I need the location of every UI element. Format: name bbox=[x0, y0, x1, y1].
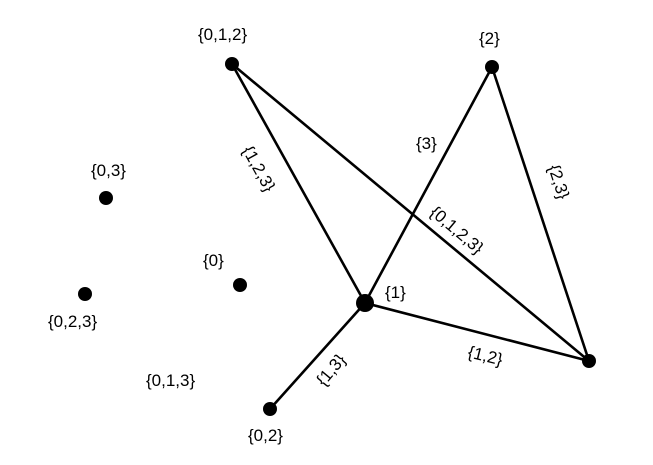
node-label-023: {0,2,3} bbox=[48, 312, 97, 331]
node-label-03: {0,3} bbox=[91, 161, 126, 180]
vertex-023 bbox=[78, 287, 92, 301]
vertex-0 bbox=[233, 278, 247, 292]
vertex-012 bbox=[225, 57, 239, 71]
node-label-2: {2} bbox=[479, 29, 500, 48]
free-label-013: {0,1,3} bbox=[146, 371, 195, 390]
edge-2-to-right bbox=[490, 65, 591, 363]
edge-label-3: {3} bbox=[416, 134, 437, 153]
edge-012-to-right bbox=[230, 62, 591, 363]
edge-2-to-1 bbox=[363, 65, 494, 305]
edge-012-to-1 bbox=[230, 62, 367, 305]
vertex-2 bbox=[485, 60, 499, 74]
vertex-1 bbox=[356, 294, 374, 312]
edge-label-23: {2,3} bbox=[544, 162, 573, 201]
node-label-02: {0,2} bbox=[248, 426, 283, 445]
vertex-right bbox=[582, 354, 596, 368]
node-label-0: {0} bbox=[203, 251, 224, 270]
node-label-012: {0,1,2} bbox=[198, 25, 247, 44]
vertex-02 bbox=[263, 402, 277, 416]
node-label-1: {1} bbox=[385, 283, 406, 302]
vertex-03 bbox=[99, 191, 113, 205]
edge-label-123: {1,2,3} bbox=[239, 143, 280, 195]
edge-1-to-02 bbox=[268, 301, 367, 411]
edge-1-to-right bbox=[363, 301, 591, 363]
edge-label-12: {1,2} bbox=[466, 342, 505, 369]
